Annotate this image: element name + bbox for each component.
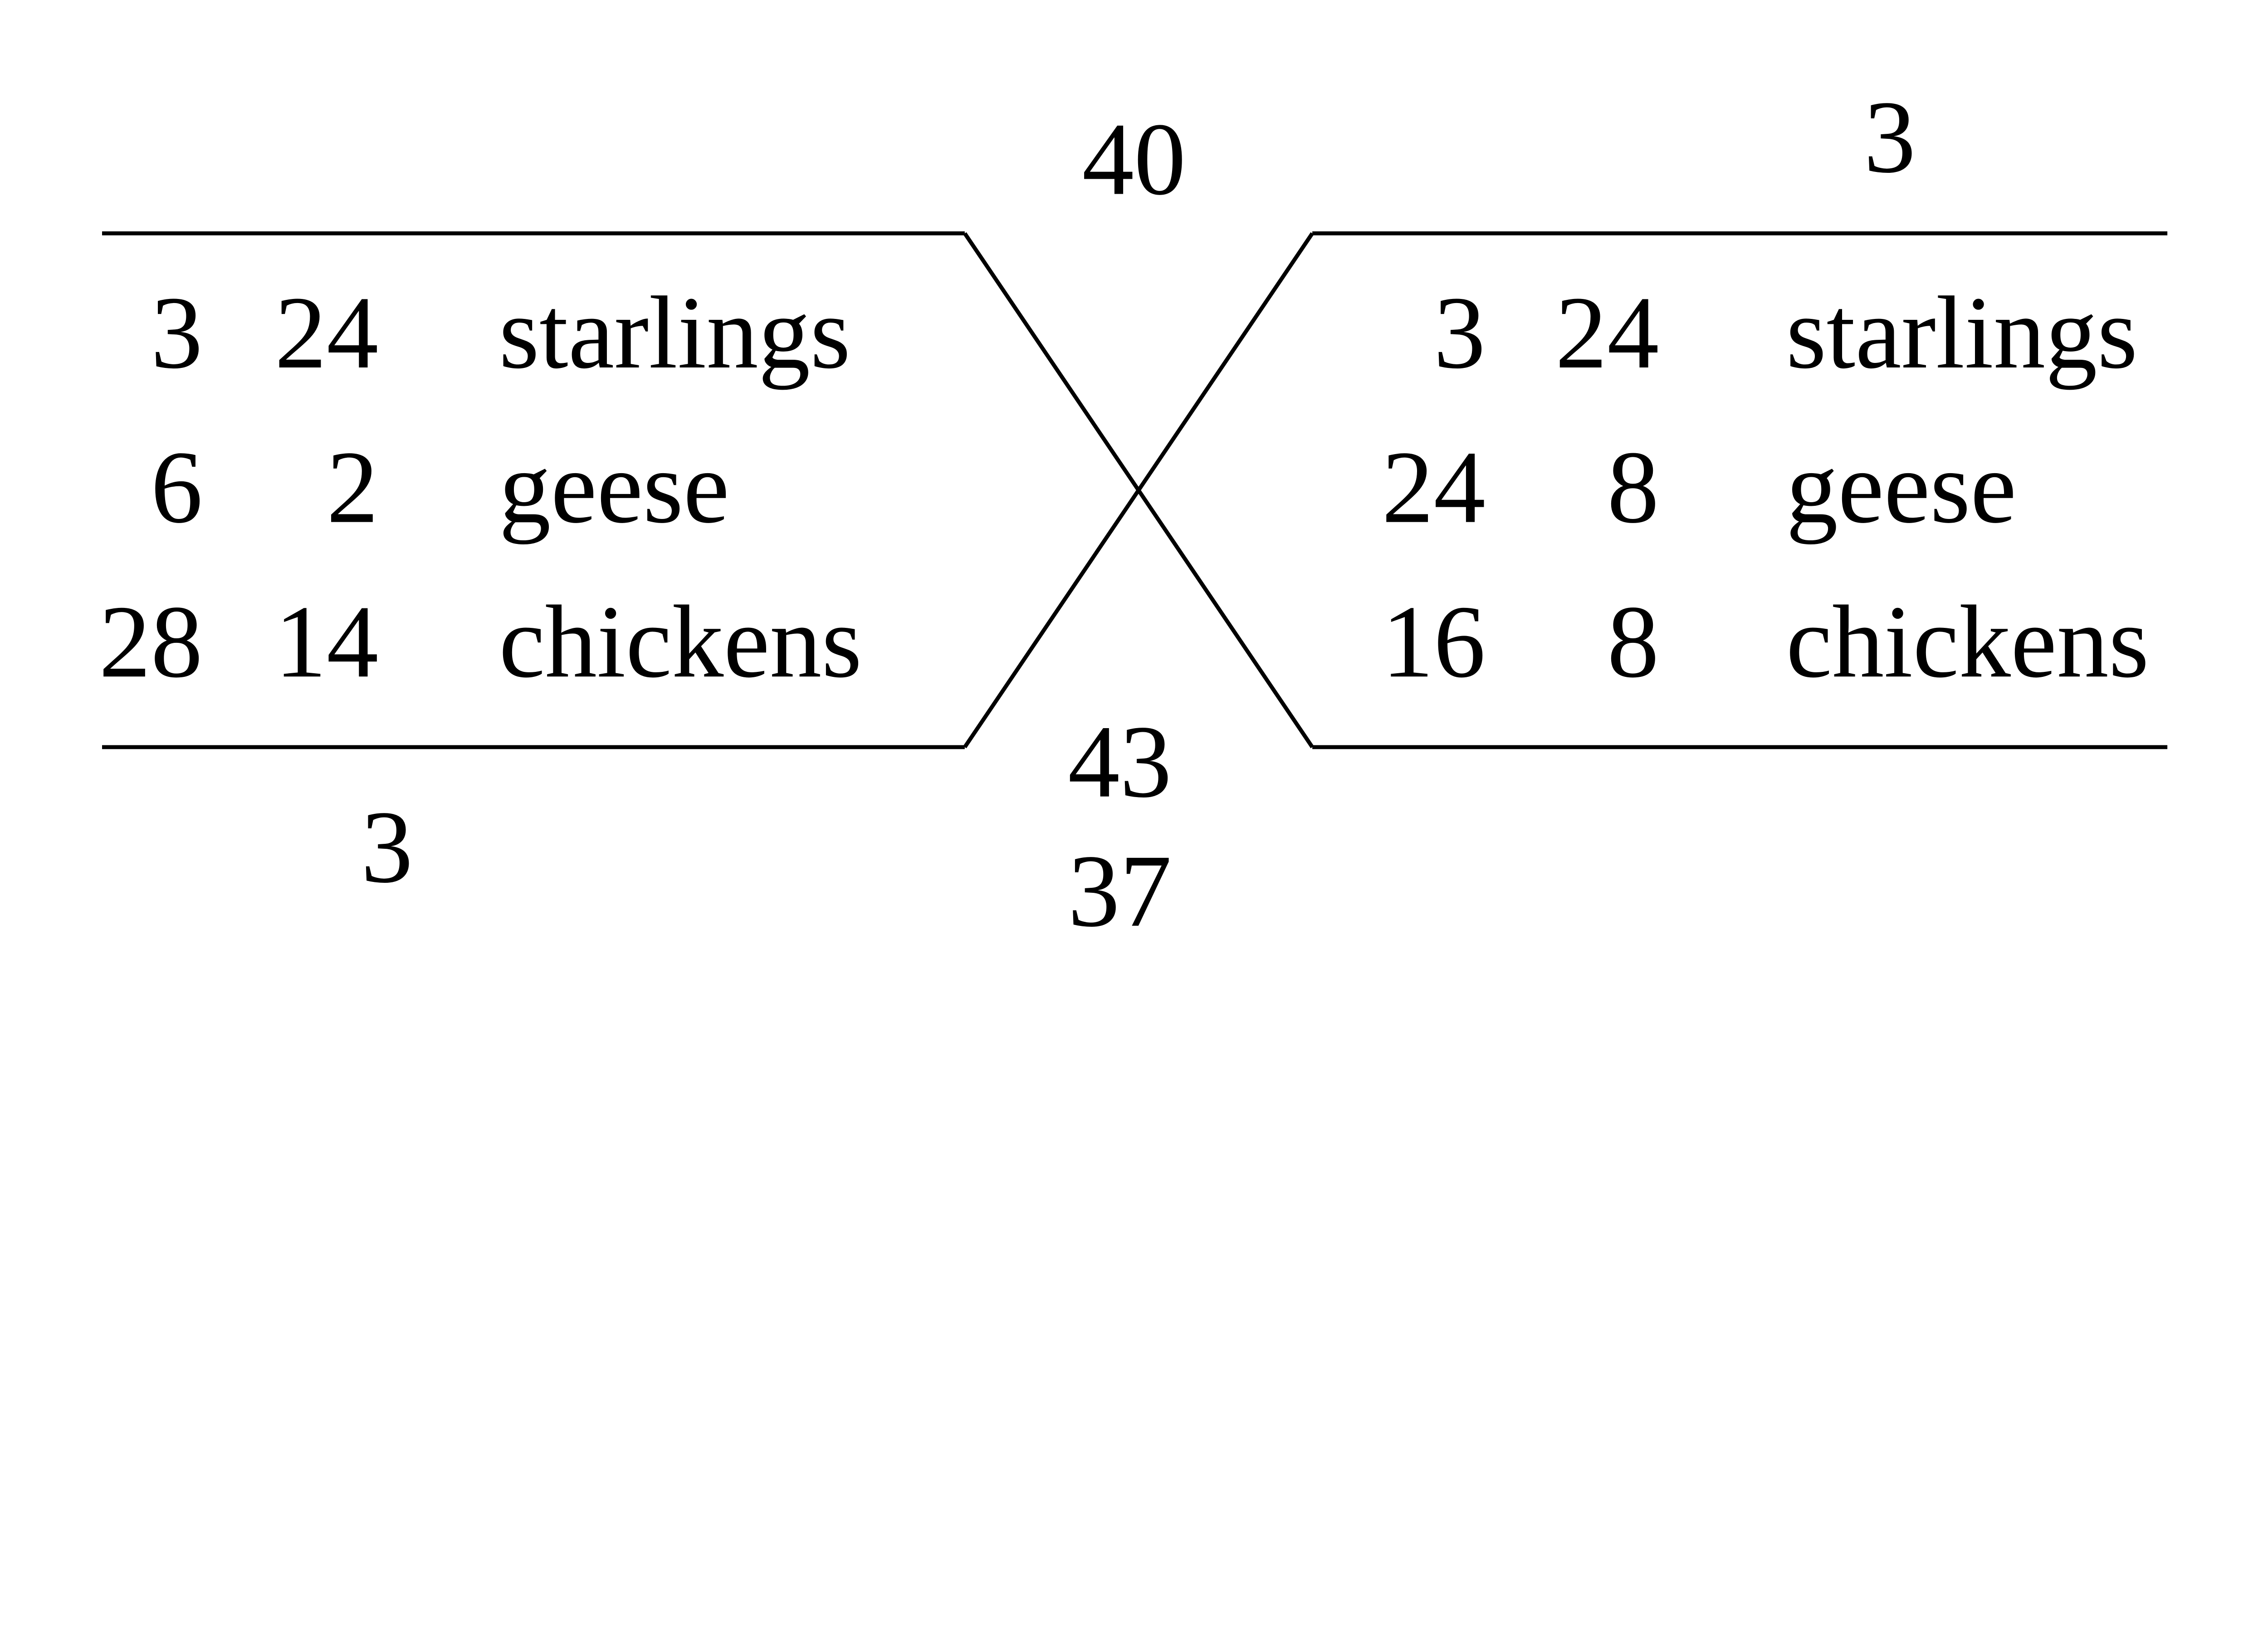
right-row3-col-a: 16 [1382,584,1486,699]
right-row1-col-b: 24 [1555,275,1659,390]
center-bottom-label-second: 37 [1068,834,1172,949]
right-row1-name: starlings [1786,275,2138,390]
left-table-bottom-label: 3 [361,790,413,905]
right-row3-col-b: 8 [1607,584,1659,699]
left-row2-col-b: 2 [327,430,378,545]
left-row2-name: geese [499,430,729,545]
cross-diagonal-ascending [963,232,1314,749]
center-labels: 40 43 37 [1068,102,1186,949]
center-top-label: 40 [1082,102,1186,217]
left-row3-col-b: 14 [275,584,379,699]
left-row1-col-a: 3 [151,275,203,390]
right-row2-col-b: 8 [1607,430,1659,545]
left-table: 3 24 starlings 6 2 geese 28 14 chickens … [99,275,862,905]
rules-group [102,231,2168,749]
left-row2-col-a: 6 [151,430,203,545]
right-row2-col-a: 24 [1382,430,1486,545]
left-row1-name: starlings [499,275,850,390]
right-row1-col-a: 3 [1434,275,1486,390]
birds-diagram: 3 24 starlings 6 2 geese 28 14 chickens … [99,79,2168,949]
left-row3-col-a: 28 [99,584,203,699]
right-table-top-label: 3 [1864,80,1916,195]
right-table: 3 3 24 starlings 24 8 geese 16 8 chicken… [1382,80,2149,700]
center-bottom-label-first: 43 [1068,705,1172,819]
right-row2-name: geese [1786,430,2017,545]
left-row3-name: chickens [499,584,862,699]
right-row3-name: chickens [1786,584,2149,699]
left-row1-col-b: 24 [275,275,379,390]
